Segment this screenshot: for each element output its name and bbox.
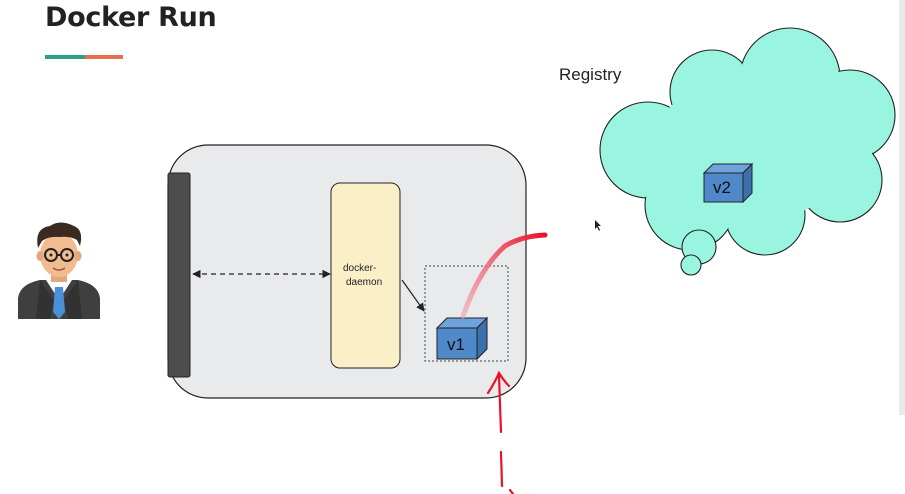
developer-avatar-icon xyxy=(18,222,100,319)
registry-cloud xyxy=(599,27,896,276)
container-boundary xyxy=(424,265,509,362)
title-underline-teal xyxy=(45,55,85,59)
red-arrow-shaft xyxy=(497,374,503,434)
image-v2-label: v2 xyxy=(713,178,731,197)
title-underline-orange xyxy=(85,55,123,59)
red-arrow-head xyxy=(486,370,511,395)
image-v2-cube-icon xyxy=(702,162,754,204)
slide-title: Docker Run xyxy=(45,2,217,33)
canvas-below-slide xyxy=(0,415,905,494)
red-tick xyxy=(508,488,515,494)
red-ink-annotations xyxy=(460,232,548,494)
red-pull-stroke xyxy=(460,232,548,319)
client-cli-bar xyxy=(167,172,191,378)
image-v1-cube-icon xyxy=(435,316,489,361)
docker-daemon-box xyxy=(330,182,401,369)
daemon-label-line1: docker- xyxy=(343,263,376,274)
registry-label: Registry xyxy=(559,65,622,84)
slide-edge xyxy=(899,0,905,415)
image-v1-label: v1 xyxy=(447,335,465,354)
red-line-lower xyxy=(499,450,504,488)
daemon-to-container-arrow xyxy=(401,279,425,312)
daemon-label-line2: daemon xyxy=(346,277,382,288)
mouse-cursor-icon xyxy=(595,220,601,231)
